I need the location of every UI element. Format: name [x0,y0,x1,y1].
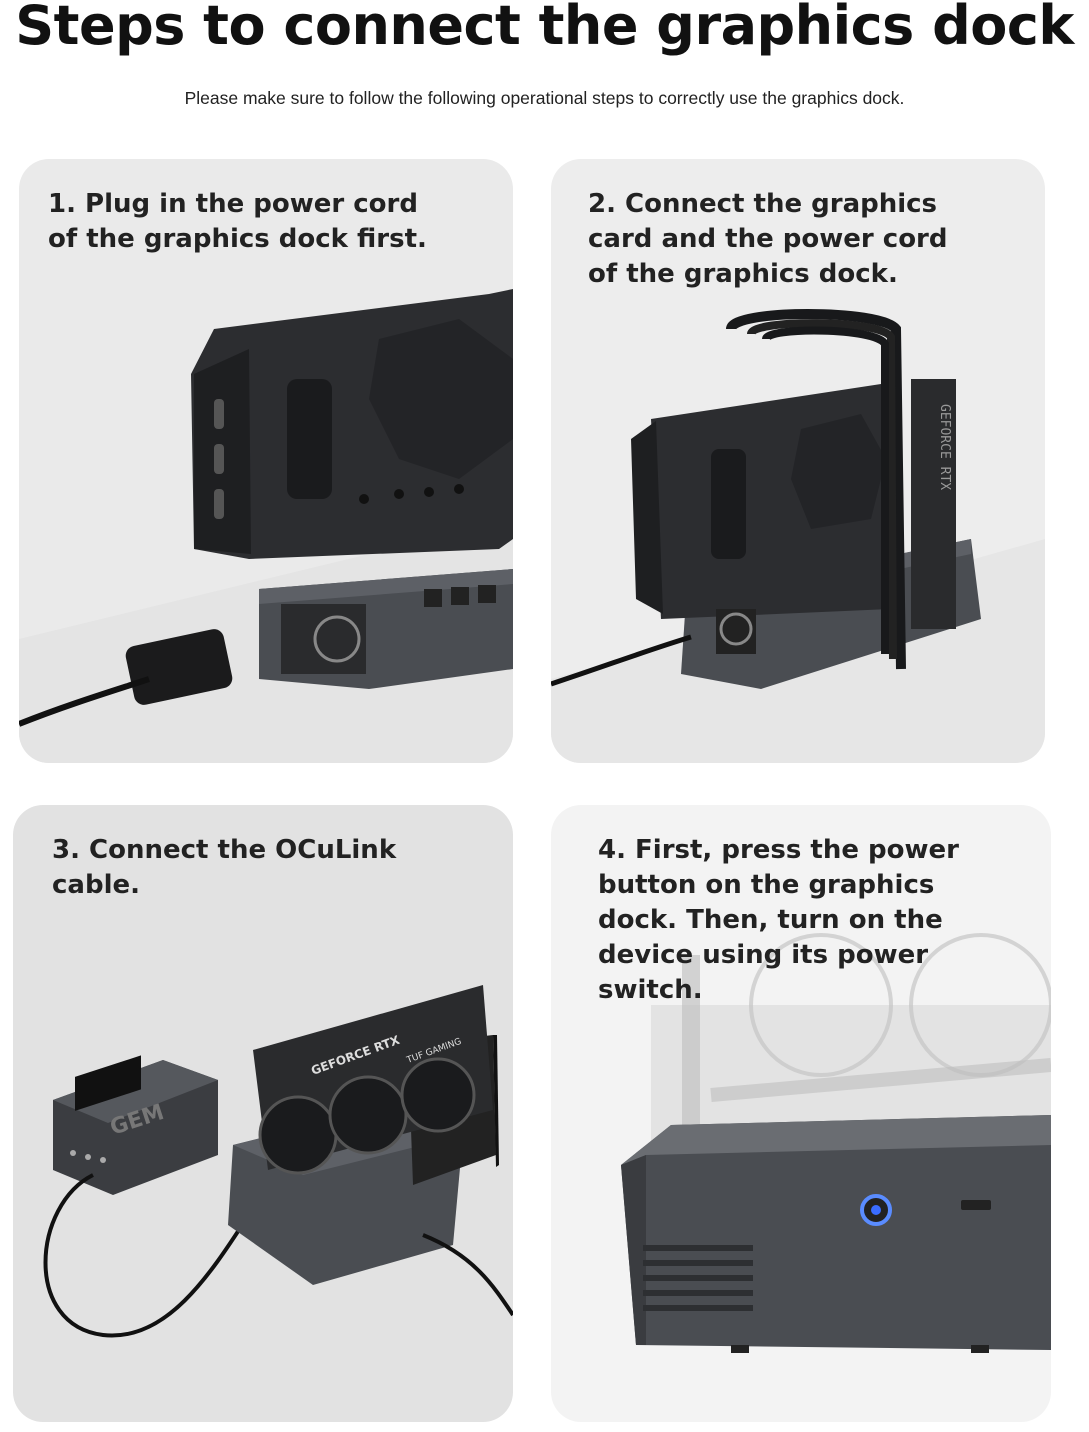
step-3-line-1: 3. Connect the OCuLink [52,835,397,865]
step-4-card: 4. First, press the power button on the … [551,805,1051,1422]
step-3-line-2: cable. [52,870,140,900]
page-title: Steps to connect the graphics dock [15,0,1074,57]
step-3-illustration: GEM GEFORCE RTX TUF GAMING [43,985,513,1338]
step-1-card: 1. Plug in the power cord of the graphic… [19,159,513,763]
step-1-line-1: 1. Plug in the power cord [48,189,418,219]
step-4-line-3: dock. Then, turn on the [598,905,943,935]
gpu-fan-3 [400,1057,476,1133]
step-4-line-1: 4. First, press the power [598,835,959,865]
power-plug [125,629,233,705]
gpu-fan-1 [258,1095,338,1175]
step-4-illustration [621,933,1051,1353]
gpu-fan-2 [328,1075,408,1155]
power-cable [19,676,150,727]
step-4-line-4: device using its power [598,940,929,970]
step-2-line-1: 2. Connect the graphics [588,189,938,219]
step-2-illustration: GEFORCE RTX [551,309,1045,763]
step-2-card: GEFORCE RTX 2. Connect the graphics card… [551,159,1045,763]
power-cable [422,1233,513,1317]
step-3-card: GEM GEFORCE RTX TUF GAMING 3. Connect th… [13,805,513,1422]
step-4-line-2: button on the graphics [598,870,935,900]
step-1-line-2: of the graphics dock first. [48,224,427,254]
step-2-line-2: card and the power cord [588,224,948,254]
gpu-brand-text: GEFORCE RTX [937,404,952,490]
step-2-line-3: of the graphics dock. [588,259,898,289]
page-subtitle: Please make sure to follow the following… [184,88,905,108]
step-1-illustration [19,289,513,763]
step-4-line-5: switch. [598,975,703,1005]
power-cable [551,634,692,687]
